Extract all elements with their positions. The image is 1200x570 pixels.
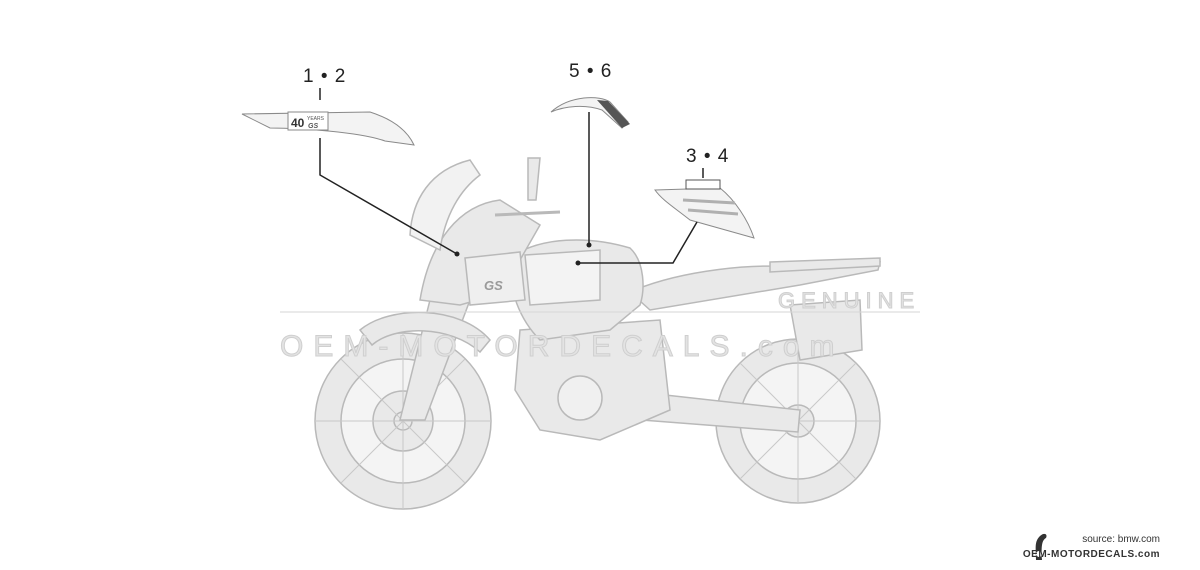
leader-3-4 [578, 221, 698, 264]
point-3-4 [575, 260, 581, 266]
decal-1-2-number: 40 [291, 116, 305, 130]
decal-1-2-model: GS [308, 123, 318, 130]
callout-label-5-6: 5 • 6 [569, 61, 613, 82]
tank-badge-text: GS [484, 278, 503, 293]
decal-3-4-side-emblem [654, 179, 755, 239]
tank-side-panel [524, 249, 601, 306]
point-1-2 [454, 251, 460, 257]
handlebar [494, 210, 561, 217]
footer-site-name: OEM-MOTORDECALS.com [1022, 549, 1160, 560]
leader-points [454, 242, 592, 266]
side-case [789, 299, 863, 361]
callout-label-3-4: 3 • 4 [686, 146, 730, 167]
leader-1-2 [319, 138, 458, 255]
watermark-genuine: GENUINE [777, 288, 921, 314]
front-fender [358, 311, 491, 354]
decal-1-2-badge [287, 111, 329, 131]
rear-rack [769, 257, 881, 273]
decal-1-2-word: YEARS [307, 116, 325, 122]
mirror [527, 157, 541, 201]
point-5-6 [586, 242, 592, 248]
callout-label-1-2: 1 • 2 [303, 66, 347, 87]
footer: source: bmw.com OEM-MOTORDECALS.com [1023, 534, 1160, 560]
motorcycle-illustration [314, 157, 881, 510]
decal-3-4-shape [654, 187, 755, 239]
site-logo-icon [1035, 533, 1047, 560]
decal-1-2-anniversary-stripe: 40 YEARS GS [241, 111, 415, 146]
decal-3-4-badge [685, 179, 721, 190]
decal-3-4-detail [682, 198, 739, 216]
source-credit: source: bmw.com [1082, 534, 1160, 545]
decal-5-6-tank-stripe [550, 97, 630, 129]
engine-cover [557, 375, 603, 421]
side-panel [464, 251, 526, 306]
decal-5-6-accent [597, 100, 630, 128]
leader-lines [319, 88, 704, 264]
watermark-main: OEM-MOTORDECALS.com [280, 330, 845, 364]
windscreen [409, 159, 482, 252]
